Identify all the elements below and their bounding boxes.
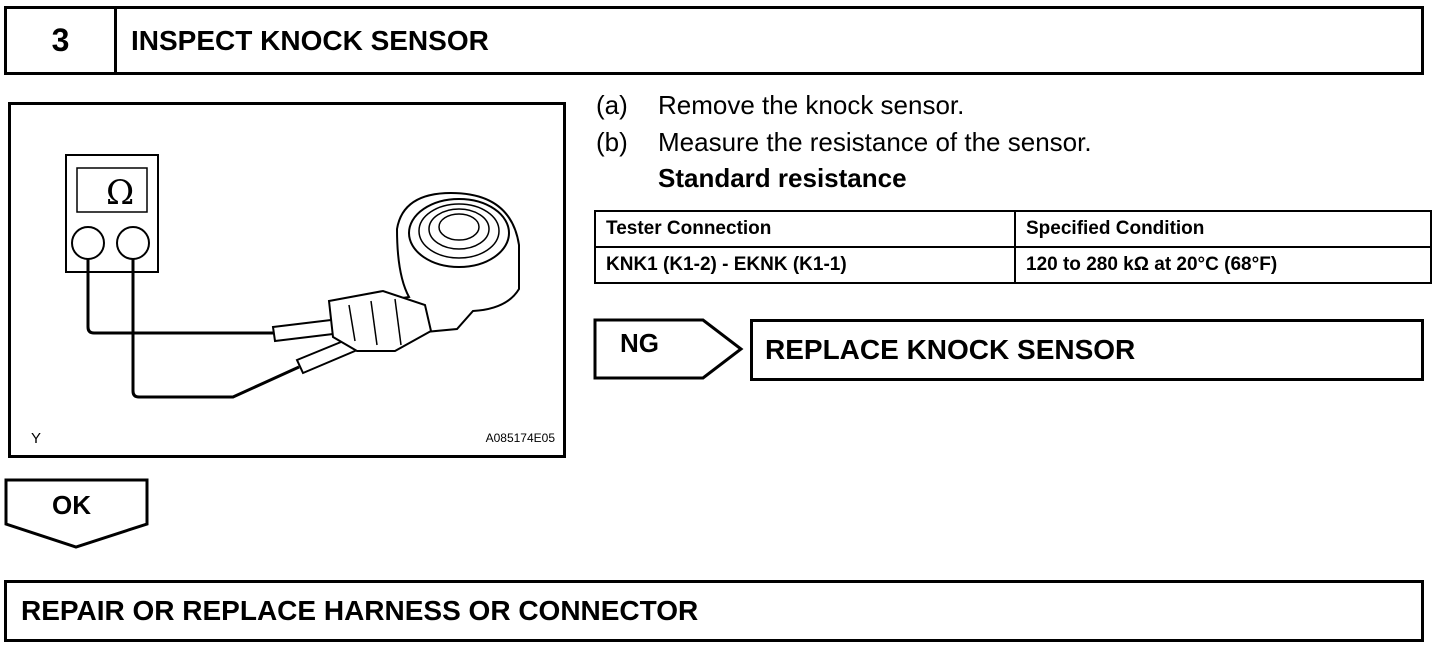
step-number: 3 <box>7 9 117 72</box>
figure-corner-label: Y <box>31 430 42 447</box>
knock-sensor-illustration: Ω Y A085174E05 <box>8 102 566 458</box>
ng-arrow-icon <box>593 318 744 380</box>
ok-arrow-icon <box>4 478 149 549</box>
test-lead-lower <box>131 259 300 399</box>
table-header-row: Tester Connection Specified Condition <box>594 210 1432 248</box>
instruction-text: Remove the knock sensor. <box>658 90 965 120</box>
ohmmeter-and-sensor-drawing: Ω <box>65 154 520 399</box>
specification-table: Tester Connection Specified Condition KN… <box>594 210 1432 284</box>
table-cell: 120 to 280 kΩ at 20°C (68°F) <box>1014 246 1432 284</box>
table-header-cell: Tester Connection <box>594 210 1016 248</box>
standard-resistance-heading: Standard resistance <box>658 163 907 193</box>
ng-label: NG <box>620 328 659 358</box>
ohmmeter-terminal-right <box>116 226 150 260</box>
ohmmeter-display <box>76 167 148 213</box>
step-title: INSPECT KNOCK SENSOR <box>131 24 489 56</box>
instruction-label: (a) <box>596 90 628 120</box>
figure-id: A085174E05 <box>485 431 555 445</box>
instruction-label: (b) <box>596 127 628 157</box>
test-lead-upper <box>86 259 273 335</box>
ng-action-text: REPLACE KNOCK SENSOR <box>765 334 1136 365</box>
ohmmeter-terminal-left <box>71 226 105 260</box>
table-cell: KNK1 (K1-2) - EKNK (K1-1) <box>594 246 1016 284</box>
ohm-symbol: Ω <box>106 173 134 213</box>
table-row: KNK1 (K1-2) - EKNK (K1-1) 120 to 280 kΩ … <box>594 246 1432 284</box>
ng-action-box: REPLACE KNOCK SENSOR <box>750 319 1424 381</box>
ok-action-text: REPAIR OR REPLACE HARNESS OR CONNECTOR <box>21 595 699 626</box>
instruction-b: (b) Measure the resistance of the sensor. <box>596 127 1092 157</box>
ok-action-box: REPAIR OR REPLACE HARNESS OR CONNECTOR <box>4 580 1424 642</box>
table-header-cell: Specified Condition <box>1014 210 1432 248</box>
step-header: 3 INSPECT KNOCK SENSOR <box>4 6 1424 75</box>
ok-label: OK <box>52 490 91 520</box>
instruction-a: (a) Remove the knock sensor. <box>596 90 964 120</box>
instruction-text: Measure the resistance of the sensor. <box>658 127 1092 157</box>
